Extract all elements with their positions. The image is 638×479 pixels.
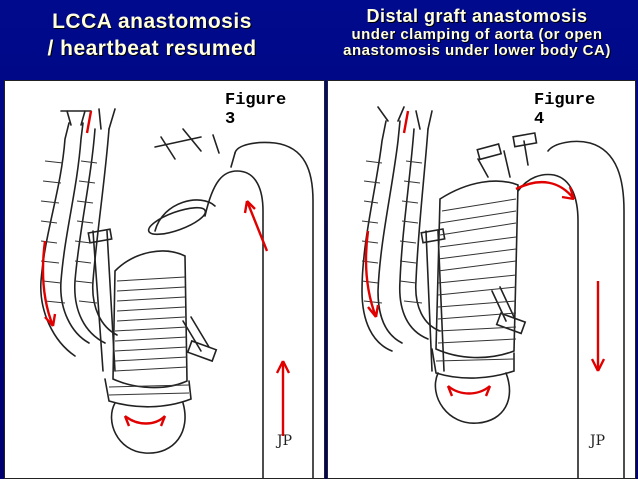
aorta-outer-wall <box>234 141 314 478</box>
left-heading-line1: LCCA anastomosis <box>52 10 252 33</box>
proximal-stump <box>110 402 186 454</box>
graft-main-body <box>112 250 188 389</box>
aorta-inner-wall <box>517 173 579 478</box>
aorta-outer-wall <box>547 140 625 478</box>
figure-3-panel: Figure 3 <box>4 80 325 479</box>
figure-4-label-line1: Figure <box>534 91 596 110</box>
figure-3-illustration <box>40 108 314 478</box>
arrow-limb <box>364 230 378 318</box>
figure-3-label-line2: 3 <box>225 110 236 129</box>
flow-arrows <box>364 110 606 397</box>
arrow-stump <box>124 415 166 425</box>
arrow-top-limb <box>85 110 93 134</box>
figure-3-label-line1: Figure <box>225 91 287 110</box>
figure-4-panel: Figure 4 <box>327 80 636 479</box>
graft-hatching <box>40 160 190 396</box>
figure-3-label: Figure 3 <box>225 91 286 129</box>
proximal-stump <box>434 372 511 424</box>
signature: JP <box>590 433 606 449</box>
aorta-inner-wall <box>204 170 264 478</box>
arrow-top-limb <box>402 110 410 134</box>
clamp <box>154 128 220 160</box>
figure-4-label: Figure 4 <box>534 91 595 129</box>
signature: JP <box>277 433 293 449</box>
figure-4-illustration <box>361 106 625 478</box>
arrow-limb <box>41 240 55 327</box>
graft-limb-second <box>74 128 106 344</box>
graft-main-body <box>435 180 519 359</box>
flow-arrows <box>41 110 291 436</box>
arrow-arch <box>515 181 575 200</box>
left-heading: LCCA anastomosis / heartbeat resumed <box>2 8 302 62</box>
graft-limb-left <box>361 120 393 352</box>
right-heading-subtitle: under clamping of aorta (or open anastom… <box>343 26 611 59</box>
figure-4-label-line2: 4 <box>534 110 545 129</box>
right-heading-title: Distal graft anastomosis <box>366 6 588 26</box>
arrow-stump <box>447 385 491 395</box>
graft-limb-second <box>398 128 429 340</box>
graft-hatching <box>361 160 517 362</box>
graft-limb-left <box>40 122 76 357</box>
left-heading-line2: / heartbeat resumed <box>47 37 257 60</box>
arrow-aorta-upper <box>245 200 269 252</box>
